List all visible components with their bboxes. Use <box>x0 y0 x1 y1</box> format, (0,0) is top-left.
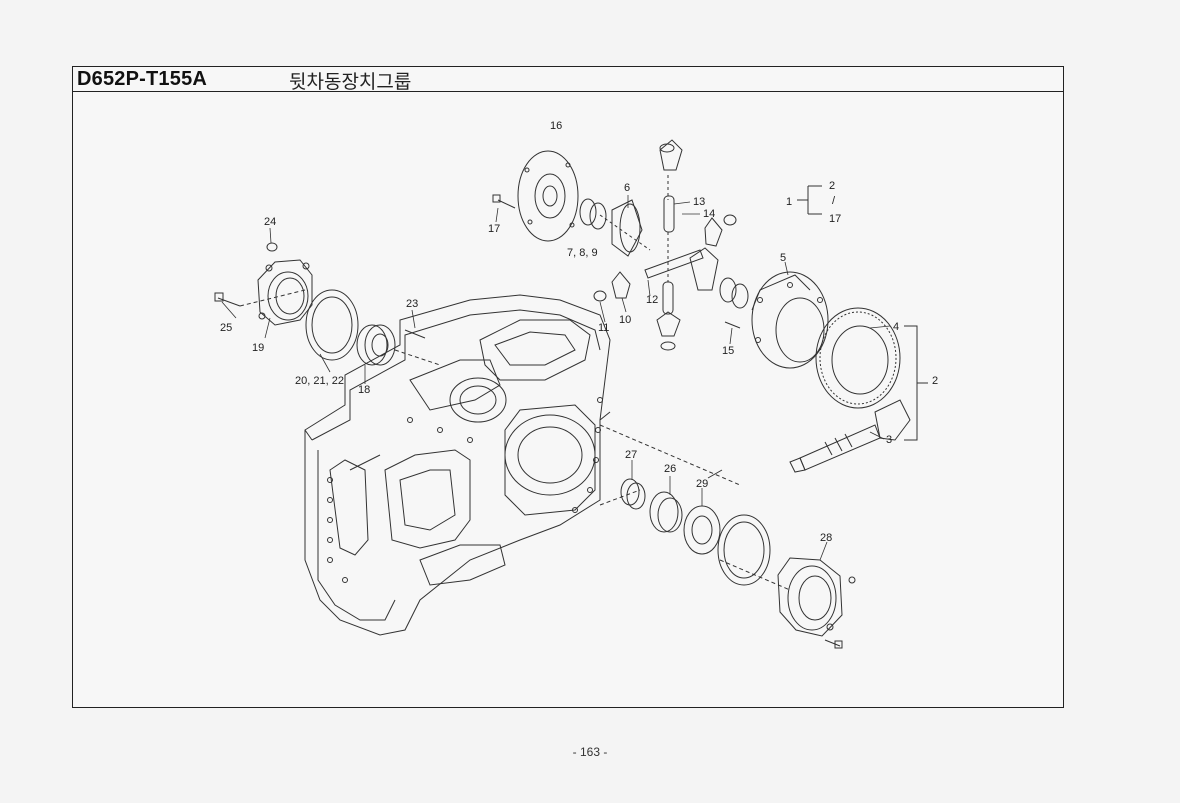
callout-17-top: 17 <box>829 213 841 225</box>
callout-20-21-22: 20, 21, 22 <box>295 375 344 387</box>
callout-16: 16 <box>550 120 562 132</box>
callout-24: 24 <box>264 216 276 228</box>
callout-6: 6 <box>624 182 630 194</box>
callout-14: 14 <box>703 208 715 220</box>
callout-2-top: 2 <box>829 180 835 192</box>
callout-23: 23 <box>406 298 418 310</box>
callout-12: 12 <box>646 294 658 306</box>
title-bar: D652P-T155A 뒷차동장치그룹 <box>73 67 1063 93</box>
callout-brackets <box>797 185 928 441</box>
differential-gears <box>492 139 749 351</box>
callout-2-right: 2 <box>932 375 938 387</box>
callout-labels: 16 6 13 14 1 2 / 17 17 24 7, 8, 9 5 12 2… <box>220 120 938 544</box>
right-side-parts <box>599 424 856 649</box>
callout-17: 17 <box>488 223 500 235</box>
diagram-frame: D652P-T155A 뒷차동장치그룹 <box>72 66 1064 708</box>
callout-13: 13 <box>693 196 705 208</box>
callout-27: 27 <box>625 449 637 461</box>
callout-15: 15 <box>722 345 734 357</box>
callout-25: 25 <box>220 322 232 334</box>
callout-4: 4 <box>893 321 899 333</box>
callout-28: 28 <box>820 532 832 544</box>
callout-5: 5 <box>780 252 786 264</box>
callout-29: 29 <box>696 478 708 490</box>
callout-19: 19 <box>252 342 264 354</box>
callout-26: 26 <box>664 463 676 475</box>
callout-3: 3 <box>886 434 892 446</box>
housing <box>304 294 611 636</box>
group-name: 뒷차동장치그룹 <box>289 71 412 93</box>
model-code: D652P-T155A <box>77 68 208 90</box>
page-number: - 163 - <box>572 745 608 759</box>
callout-separator: / <box>832 195 836 207</box>
callout-1: 1 <box>786 196 792 208</box>
callout-11: 11 <box>598 322 609 334</box>
callout-18: 18 <box>358 384 370 396</box>
callout-7-8-9: 7, 8, 9 <box>567 247 598 259</box>
leader-lines <box>221 195 891 561</box>
left-side-parts <box>214 242 441 366</box>
differential-case-ring-gear <box>724 271 911 473</box>
callout-10: 10 <box>619 314 631 326</box>
